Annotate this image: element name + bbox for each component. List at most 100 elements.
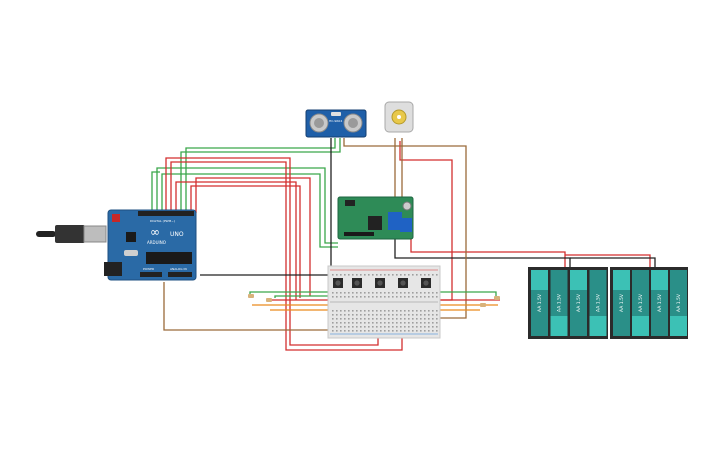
- push-button-5-cap: [423, 280, 429, 286]
- breadboard-hole: [392, 274, 394, 276]
- breadboard-hole: [376, 330, 378, 332]
- breadboard-hole: [356, 322, 358, 324]
- breadboard-hole: [348, 330, 350, 332]
- usb-connector: [83, 225, 107, 243]
- breadboard-hole: [332, 322, 334, 324]
- wire-red-power-2[interactable]: [565, 254, 651, 268]
- wire-brown-4[interactable]: [163, 282, 338, 331]
- wire-black-ground[interactable]: [394, 232, 571, 268]
- battery-cell-label: AA 1.5V: [537, 293, 543, 312]
- wire-brown-3[interactable]: [343, 138, 467, 319]
- breadboard-hole: [364, 326, 366, 328]
- breadboard-hole: [348, 326, 350, 328]
- breadboard-hole: [364, 296, 366, 298]
- breadboard-hole: [404, 274, 406, 276]
- dc-motor[interactable]: [384, 101, 414, 133]
- breadboard[interactable]: [327, 265, 441, 339]
- breadboard-hole: [336, 310, 338, 312]
- breadboard-hole: [432, 322, 434, 324]
- resistor-left-2[interactable]: [266, 298, 272, 302]
- breadboard-hole: [412, 274, 414, 276]
- battery-cell-label: AA 1.5V: [676, 293, 682, 312]
- breadboard-hole: [416, 310, 418, 312]
- resistor-left-1[interactable]: [248, 294, 254, 298]
- resistor-right-1[interactable]: [494, 296, 500, 300]
- driver-terminal-1[interactable]: [388, 212, 402, 230]
- breadboard-hole: [408, 322, 410, 324]
- arduino-uno[interactable]: ∞ ARDUINO UNO DIGITAL (PWM~) POWER ANALO…: [36, 209, 197, 281]
- breadboard-hole: [360, 292, 362, 294]
- breadboard-hole: [348, 318, 350, 320]
- reset-button[interactable]: [112, 214, 120, 222]
- power-jack: [104, 262, 122, 276]
- wire-red-power[interactable]: [410, 233, 566, 268]
- breadboard-hole: [424, 310, 426, 312]
- wire-green-h2[interactable]: [274, 295, 340, 298]
- breadboard-hole: [420, 274, 422, 276]
- wire-green-4[interactable]: [185, 138, 336, 213]
- wire-red-4[interactable]: [190, 185, 301, 298]
- breadboard-hole: [360, 318, 362, 320]
- breadboard-hole: [432, 314, 434, 316]
- wire-red-2[interactable]: [170, 161, 403, 351]
- breadboard-hole: [364, 292, 366, 294]
- breadboard-hole: [432, 326, 434, 328]
- breadboard-hole: [392, 296, 394, 298]
- breadboard-hole: [392, 322, 394, 324]
- wire-black-gnd2[interactable]: [570, 257, 656, 268]
- power-header: [140, 272, 162, 277]
- breadboard-hole: [332, 296, 334, 298]
- breadboard-hole: [376, 274, 378, 276]
- wire-red-3[interactable]: [175, 181, 297, 300]
- breadboard-hole: [420, 310, 422, 312]
- wire-green-1[interactable]: [156, 167, 338, 244]
- breadboard-hole: [336, 274, 338, 276]
- breadboard-hole: [344, 322, 346, 324]
- breadboard-hole: [380, 314, 382, 316]
- breadboard-hole: [356, 296, 358, 298]
- resistor-right-2[interactable]: [480, 303, 486, 307]
- breadboard-hole: [380, 322, 382, 324]
- breadboard-hole: [384, 318, 386, 320]
- motor-shaft-center: [397, 115, 401, 119]
- usb-cable: [36, 231, 56, 237]
- wire-red-5[interactable]: [195, 177, 311, 296]
- breadboard-hole: [408, 330, 410, 332]
- breadboard-hole: [380, 326, 382, 328]
- breadboard-hole: [356, 326, 358, 328]
- breadboard-hole: [332, 274, 334, 276]
- analog-header: [168, 272, 192, 277]
- breadboard-hole: [396, 326, 398, 328]
- breadboard-hole: [392, 292, 394, 294]
- breadboard-hole: [396, 310, 398, 312]
- breadboard-hole: [336, 314, 338, 316]
- battery-cell-label: AA 1.5V: [657, 293, 663, 312]
- breadboard-hole: [344, 326, 346, 328]
- breadboard-hole: [396, 296, 398, 298]
- wire-green-5[interactable]: [180, 138, 341, 213]
- wire-green-2[interactable]: [161, 173, 338, 248]
- ultrasonic-crystal: [331, 112, 341, 116]
- breadboard-hole: [376, 310, 378, 312]
- breadboard-hole: [380, 330, 382, 332]
- breadboard-hole: [340, 296, 342, 298]
- breadboard-hole: [416, 292, 418, 294]
- breadboard-hole: [332, 310, 334, 312]
- breadboard-hole: [396, 274, 398, 276]
- breadboard-hole: [368, 310, 370, 312]
- wire-black-ultra[interactable]: [330, 138, 338, 276]
- battery-cell-label-band: [589, 270, 607, 316]
- driver-terminal-2[interactable]: [400, 218, 412, 232]
- wire-green-3[interactable]: [151, 171, 160, 213]
- breadboard-hole: [344, 330, 346, 332]
- breadboard-hole: [340, 314, 342, 316]
- breadboard-hole: [428, 318, 430, 320]
- breadboard-hole: [428, 322, 430, 324]
- ultrasonic-sensor[interactable]: HC-SR04: [305, 109, 367, 138]
- breadboard-hole: [372, 322, 374, 324]
- motor-driver[interactable]: [337, 196, 414, 240]
- wire-red-1[interactable]: [165, 157, 379, 346]
